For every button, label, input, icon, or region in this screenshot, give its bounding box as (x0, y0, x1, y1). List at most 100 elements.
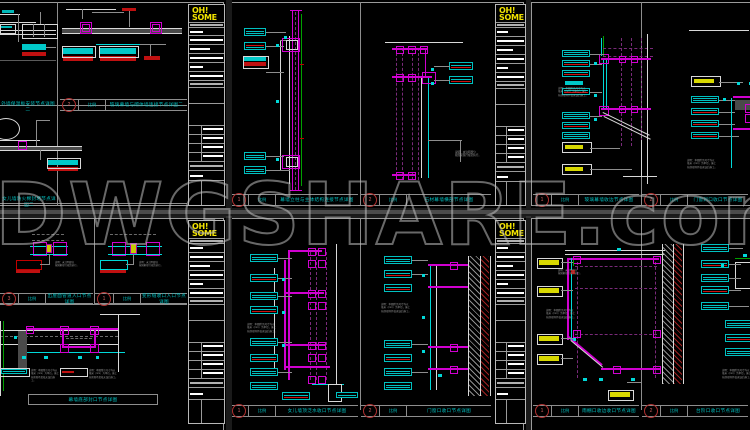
slab-fill (62, 29, 182, 33)
tb-row (496, 238, 525, 243)
tb-bar (497, 240, 524, 242)
tb-project-row (496, 297, 525, 304)
view-number: 2 (644, 404, 658, 418)
view-titlebar[interactable]: 2 比例 台阶口收口节点详图 (642, 404, 748, 418)
tb-row (189, 53, 224, 62)
stud-line (418, 48, 419, 180)
hidden-line (603, 56, 653, 57)
bracket-line (392, 76, 432, 78)
frame-vline (360, 218, 361, 410)
sheet-bot-right[interactable]: 说明：本图所示尺寸均以 毫米（mm）为单位，施工 前须现场复核无误后施工。 说明… (531, 216, 750, 430)
tb-grid-row (496, 153, 525, 162)
sealant-fill (100, 56, 136, 61)
material-callout (449, 62, 473, 70)
tb-row (496, 243, 525, 252)
tb-bar (190, 24, 223, 26)
view-number: 2 (62, 98, 76, 112)
leader-line (40, 150, 41, 160)
tb-bar (190, 283, 204, 285)
tb-bar (497, 67, 508, 69)
view-titlebar[interactable]: 2 比例 玻璃幕墙与砌体墙连接节点详图二 (60, 98, 187, 112)
tb-bar (190, 174, 204, 177)
logo: OH! SOME (496, 5, 525, 22)
anchor-box (286, 40, 298, 50)
tb-bar (202, 354, 223, 356)
view-titlebar[interactable]: 3 比例 出屋面管道入口节点详图 (0, 291, 93, 306)
sealant-fill (144, 56, 160, 60)
tick-mark (96, 356, 99, 359)
glazing-fill (1, 26, 12, 28)
tick-mark (14, 336, 17, 339)
stud-line (412, 48, 413, 180)
annotation-note: 说明：未注明部分 按国家现行规范执行。 (55, 261, 79, 268)
leader-line (719, 124, 735, 125)
annotation-note: 说明：本图所示尺寸均以 毫米（mm）为单位，施工 前须现场复核无误后施工。 (247, 323, 278, 333)
material-callout (244, 42, 266, 50)
callout-frame (16, 260, 42, 270)
wall-line (662, 244, 663, 384)
frame-line (286, 366, 330, 368)
title-block[interactable]: OH! SOME (495, 4, 526, 206)
anchor-box (308, 302, 316, 310)
frame-vline (57, 2, 58, 206)
view-titlebar[interactable]: 2 比例 门窗洞口收口节点详图 (642, 193, 748, 207)
tb-bar (507, 138, 524, 140)
bracket-line (62, 328, 64, 348)
anchor-box (573, 256, 581, 264)
title-block[interactable]: OH! SOME (188, 4, 225, 206)
sealant-fill (22, 52, 46, 56)
view-titlebar[interactable]: 1 比例 玻璃幕墙收边节点详图 (533, 193, 639, 207)
tb-row (496, 279, 525, 288)
title-block[interactable]: OH! SOME (188, 220, 225, 424)
view-titlebar[interactable]: 幕墙底部封口节点详图 (28, 394, 158, 405)
anchor-box (619, 56, 626, 63)
leader-line (412, 372, 428, 373)
leader-line (40, 12, 41, 24)
detail-line (0, 34, 56, 35)
tick-mark (284, 36, 287, 39)
tb-footer-grid (496, 399, 525, 423)
leader-line (278, 296, 292, 297)
anchor-box (631, 56, 638, 63)
view-titlebar[interactable]: 1 比例 幕墙立柱与主体结构连接节点详图 (232, 193, 358, 207)
view-titlebar[interactable]: 2 比例 门窗口收口节点详图 (361, 404, 491, 418)
leader-line (590, 92, 602, 93)
tb-row (496, 54, 525, 63)
leader-line (561, 290, 573, 291)
sheet-top-right[interactable]: 说明：本图所示尺寸均以 毫米（mm）为单位，施工 前须现场复核无误后施工。 说明… (531, 0, 750, 208)
material-callout (562, 60, 590, 67)
tb-row (496, 261, 525, 270)
view-titlebar[interactable]: 2 比例 石材幕墙横剖节点详图 (361, 193, 491, 207)
logo: OH! SOME (189, 5, 224, 22)
leader-line (126, 264, 134, 265)
view-titlebar[interactable]: 1 比例 变形缝收口入口节点详图 (95, 291, 187, 306)
view-title: 女儿墙顶泛水收口节点详图 (287, 408, 347, 413)
annotation-note: 说明：本图所示尺寸均以 毫米（mm）为单位，施工 前须现场复核无误后施工。 (722, 369, 750, 379)
anchor-box (745, 114, 750, 123)
frame-vline (641, 218, 642, 410)
sheet-bot-mid[interactable]: 说明：本图所示尺寸均以 毫米（mm）为单位，施工 前须现场复核无误后施工。 (232, 216, 526, 430)
tick-mark (282, 344, 285, 347)
tick-mark (583, 378, 587, 381)
material-callout (701, 302, 729, 310)
edge-line (601, 38, 602, 56)
title-block[interactable]: OH! SOME (495, 220, 526, 424)
base-line (623, 176, 657, 177)
detail-line (0, 30, 56, 31)
view-titlebar[interactable]: 1 比例 女儿墙顶泛水收口节点详图 (232, 404, 358, 418)
view-scale: 比例 (113, 294, 141, 303)
callout-frame (562, 142, 592, 153)
sheet-top-mid[interactable]: 说明：未注明部分 按国家现行规范执行。 1 比例 幕墙立柱与主体结构连接节点详图… (232, 0, 526, 208)
view-titlebar[interactable]: 1 比例 雨棚口收边收口节点详图 (533, 404, 639, 418)
callout-frame (100, 260, 128, 270)
tb-bar (190, 392, 204, 395)
stud-line (326, 252, 327, 380)
anchor-box (599, 54, 609, 64)
view-number: 2 (363, 193, 377, 207)
leader-line (627, 382, 641, 383)
material-callout (384, 270, 412, 278)
view-number: 1 (232, 404, 246, 418)
tb-row (189, 44, 224, 53)
view-scale: 比例 (78, 100, 106, 110)
tick-mark (22, 356, 26, 359)
